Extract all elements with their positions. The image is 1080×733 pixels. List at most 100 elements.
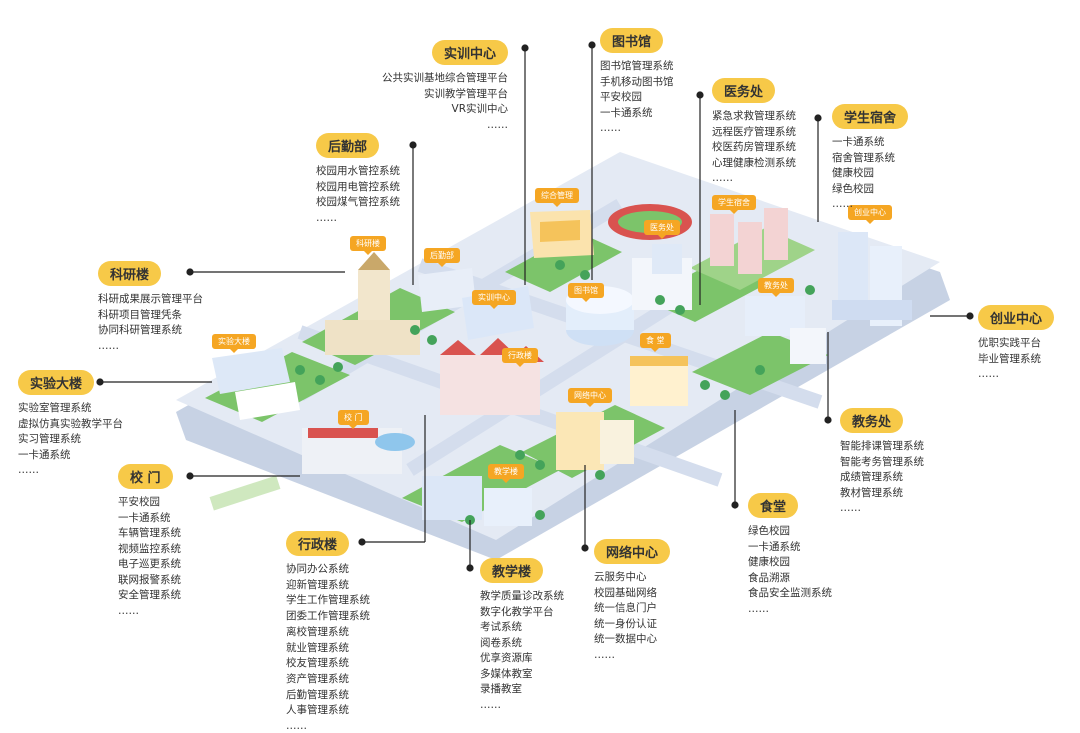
callout-dorm: 学生宿舍 一卡通系统 宿舍管理系统 健康校园 绿色校园 ……	[832, 104, 909, 213]
building-dorm	[710, 208, 788, 274]
tag-logistics: 后勤部	[424, 248, 460, 267]
tag-network: 网络中心	[568, 388, 612, 407]
tag-dorm: 学生宿舍	[712, 195, 756, 214]
list-item: 实训教学管理平台	[424, 87, 508, 100]
list-item: 食品安全监测系统	[748, 587, 832, 599]
list-item: 联网报警系统	[118, 573, 181, 586]
list-item: 统一数据中心	[594, 633, 657, 645]
callout-shixun: 实训中心 公共实训基地综合管理平台 实训教学管理平台 VR实训中心 ……	[380, 40, 508, 133]
system-list: 图书馆管理系统 手机移动图书馆 平安校园 一卡通系统 ……	[600, 59, 674, 137]
system-list: 云服务中心 校园基础网络 统一信息门户 统一身份认证 统一数据中心 ……	[594, 570, 670, 663]
list-item: 多媒体教室	[480, 667, 533, 680]
tag-library: 图书馆	[568, 283, 604, 302]
list-item: ……	[840, 502, 861, 514]
system-list: 绿色校园 一卡通系统 健康校园 食品溯源 食品安全监测系统 ……	[748, 524, 832, 617]
system-list: 平安校园 一卡通系统 车辆管理系统 视频监控系统 电子巡更系统 联网报警系统 安…	[118, 495, 181, 619]
tag-admin: 行政楼	[502, 348, 538, 367]
building-research	[325, 252, 420, 355]
system-list: 紧急求救管理系统 远程医疗管理系统 校医药房管理系统 心理健康检测系统 ……	[712, 109, 796, 187]
system-list: 智能排课管理系统 智能考务管理系统 成绩管理系统 教材管理系统 ……	[840, 439, 924, 517]
list-item: 实验室管理系统	[18, 402, 92, 414]
list-item: 视频监控系统	[118, 542, 181, 555]
callout-library: 图书馆 图书馆管理系统 手机移动图书馆 平安校园 一卡通系统 ……	[600, 28, 674, 137]
list-item: 虚拟仿真实验教学平台	[18, 417, 123, 430]
building-teaching	[422, 476, 532, 526]
tag-gate: 校 门	[338, 410, 369, 429]
list-item: 心理健康检测系统	[712, 156, 796, 169]
building-logistics	[418, 268, 476, 312]
list-item: 后勤管理系统	[286, 688, 349, 701]
list-item: 宿舍管理系统	[832, 151, 895, 164]
list-item: ……	[978, 368, 999, 380]
list-item: 成绩管理系统	[840, 471, 903, 483]
list-item: 实习管理系统	[18, 433, 81, 445]
list-item: ……	[480, 698, 501, 711]
list-item: 健康校园	[748, 556, 790, 568]
callout-network: 网络中心 云服务中心 校园基础网络 统一信息门户 统一身份认证 统一数据中心 ……	[594, 539, 671, 663]
list-item: 毕业管理系统	[978, 352, 1041, 365]
building-zonghe	[530, 210, 594, 258]
list-item: 人事管理系统	[286, 704, 349, 717]
list-item: 协同办公系统	[286, 563, 349, 575]
list-item: 阅卷系统	[480, 636, 522, 649]
system-list: 科研成果展示管理平台 科研项目管理凭条 协同科研管理系统 ……	[98, 292, 203, 354]
building-gate	[209, 428, 415, 511]
callout-startup: 创业中心 优职实践平台 毕业管理系统 ……	[978, 305, 1055, 383]
list-item: 离校管理系统	[286, 625, 349, 638]
tag-zonghe: 综合管理	[535, 188, 579, 207]
list-item: 车辆管理系统	[118, 527, 181, 539]
list-item: 科研项目管理凭条	[98, 308, 182, 321]
list-item: ……	[286, 720, 307, 733]
system-list: 一卡通系统 宿舍管理系统 健康校园 绿色校园 ……	[832, 135, 908, 213]
list-item: 校园用电管控系统	[316, 180, 400, 193]
callout-title: 校 门	[118, 464, 173, 489]
trees	[295, 260, 815, 525]
tag-medical: 医务处	[644, 220, 680, 239]
list-item: 资产管理系统	[286, 672, 349, 685]
tag-canteen: 食 堂	[640, 333, 671, 352]
list-item: 紧急求救管理系统	[712, 110, 796, 122]
list-item: ……	[18, 464, 39, 476]
list-item: 手机移动图书馆	[600, 75, 674, 88]
list-item: 校园基础网络	[594, 586, 657, 599]
list-item: ……	[748, 602, 769, 615]
callout-gate: 校 门 平安校园 一卡通系统 车辆管理系统 视频监控系统 电子巡更系统 联网报警…	[118, 464, 181, 619]
list-item: 优享资源库	[480, 652, 533, 664]
callout-lab: 实验大楼 实验室管理系统 虚拟仿真实验教学平台 实习管理系统 一卡通系统 ……	[18, 370, 123, 479]
tag-shixun: 实训中心	[472, 290, 516, 309]
list-item: ……	[712, 172, 733, 184]
list-item: 学生工作管理系统	[286, 594, 370, 607]
callout-title: 教务处	[840, 408, 904, 433]
system-list: 优职实践平台 毕业管理系统 ……	[978, 336, 1054, 383]
list-item: 校园煤气管控系统	[316, 196, 400, 208]
callout-title: 行政楼	[286, 531, 350, 556]
list-item: ……	[594, 648, 615, 661]
system-list: 教学质量诊改系统 数字化教学平台 考试系统 阅卷系统 优享资源库 多媒体教室 录…	[480, 589, 564, 713]
callout-title: 后勤部	[316, 133, 380, 158]
system-list: 公共实训基地综合管理平台 实训教学管理平台 VR实训中心 ……	[380, 71, 508, 133]
list-item: 教学质量诊改系统	[480, 590, 564, 602]
list-item: ……	[487, 118, 508, 131]
callout-teaching: 教学楼 教学质量诊改系统 数字化教学平台 考试系统 阅卷系统 优享资源库 多媒体…	[480, 558, 564, 713]
callout-title: 实验大楼	[18, 370, 95, 395]
list-item: 统一信息门户	[594, 602, 657, 614]
tag-research: 科研楼	[350, 236, 386, 255]
list-item: 校医药房管理系统	[712, 141, 796, 153]
list-item: 一卡通系统	[600, 106, 653, 119]
callout-logistics: 后勤部 校园用水管控系统 校园用电管控系统 校园煤气管控系统 ……	[316, 133, 400, 226]
list-item: 智能考务管理系统	[840, 455, 924, 468]
tag-lab: 实验大楼	[212, 334, 256, 353]
list-item: 统一身份认证	[594, 617, 657, 630]
list-item: 智能排课管理系统	[840, 440, 924, 452]
list-item: 电子巡更系统	[118, 558, 181, 570]
list-item: 一卡通系统	[832, 136, 885, 148]
list-item: 平安校园	[600, 91, 642, 103]
list-item: 公共实训基地综合管理平台	[382, 72, 508, 84]
list-item: 一卡通系统	[118, 511, 171, 524]
list-item: 健康校园	[832, 167, 874, 179]
list-item: 远程医疗管理系统	[712, 125, 796, 138]
list-item: ……	[600, 122, 621, 134]
list-item: 团委工作管理系统	[286, 610, 370, 623]
list-item: ……	[118, 604, 139, 617]
